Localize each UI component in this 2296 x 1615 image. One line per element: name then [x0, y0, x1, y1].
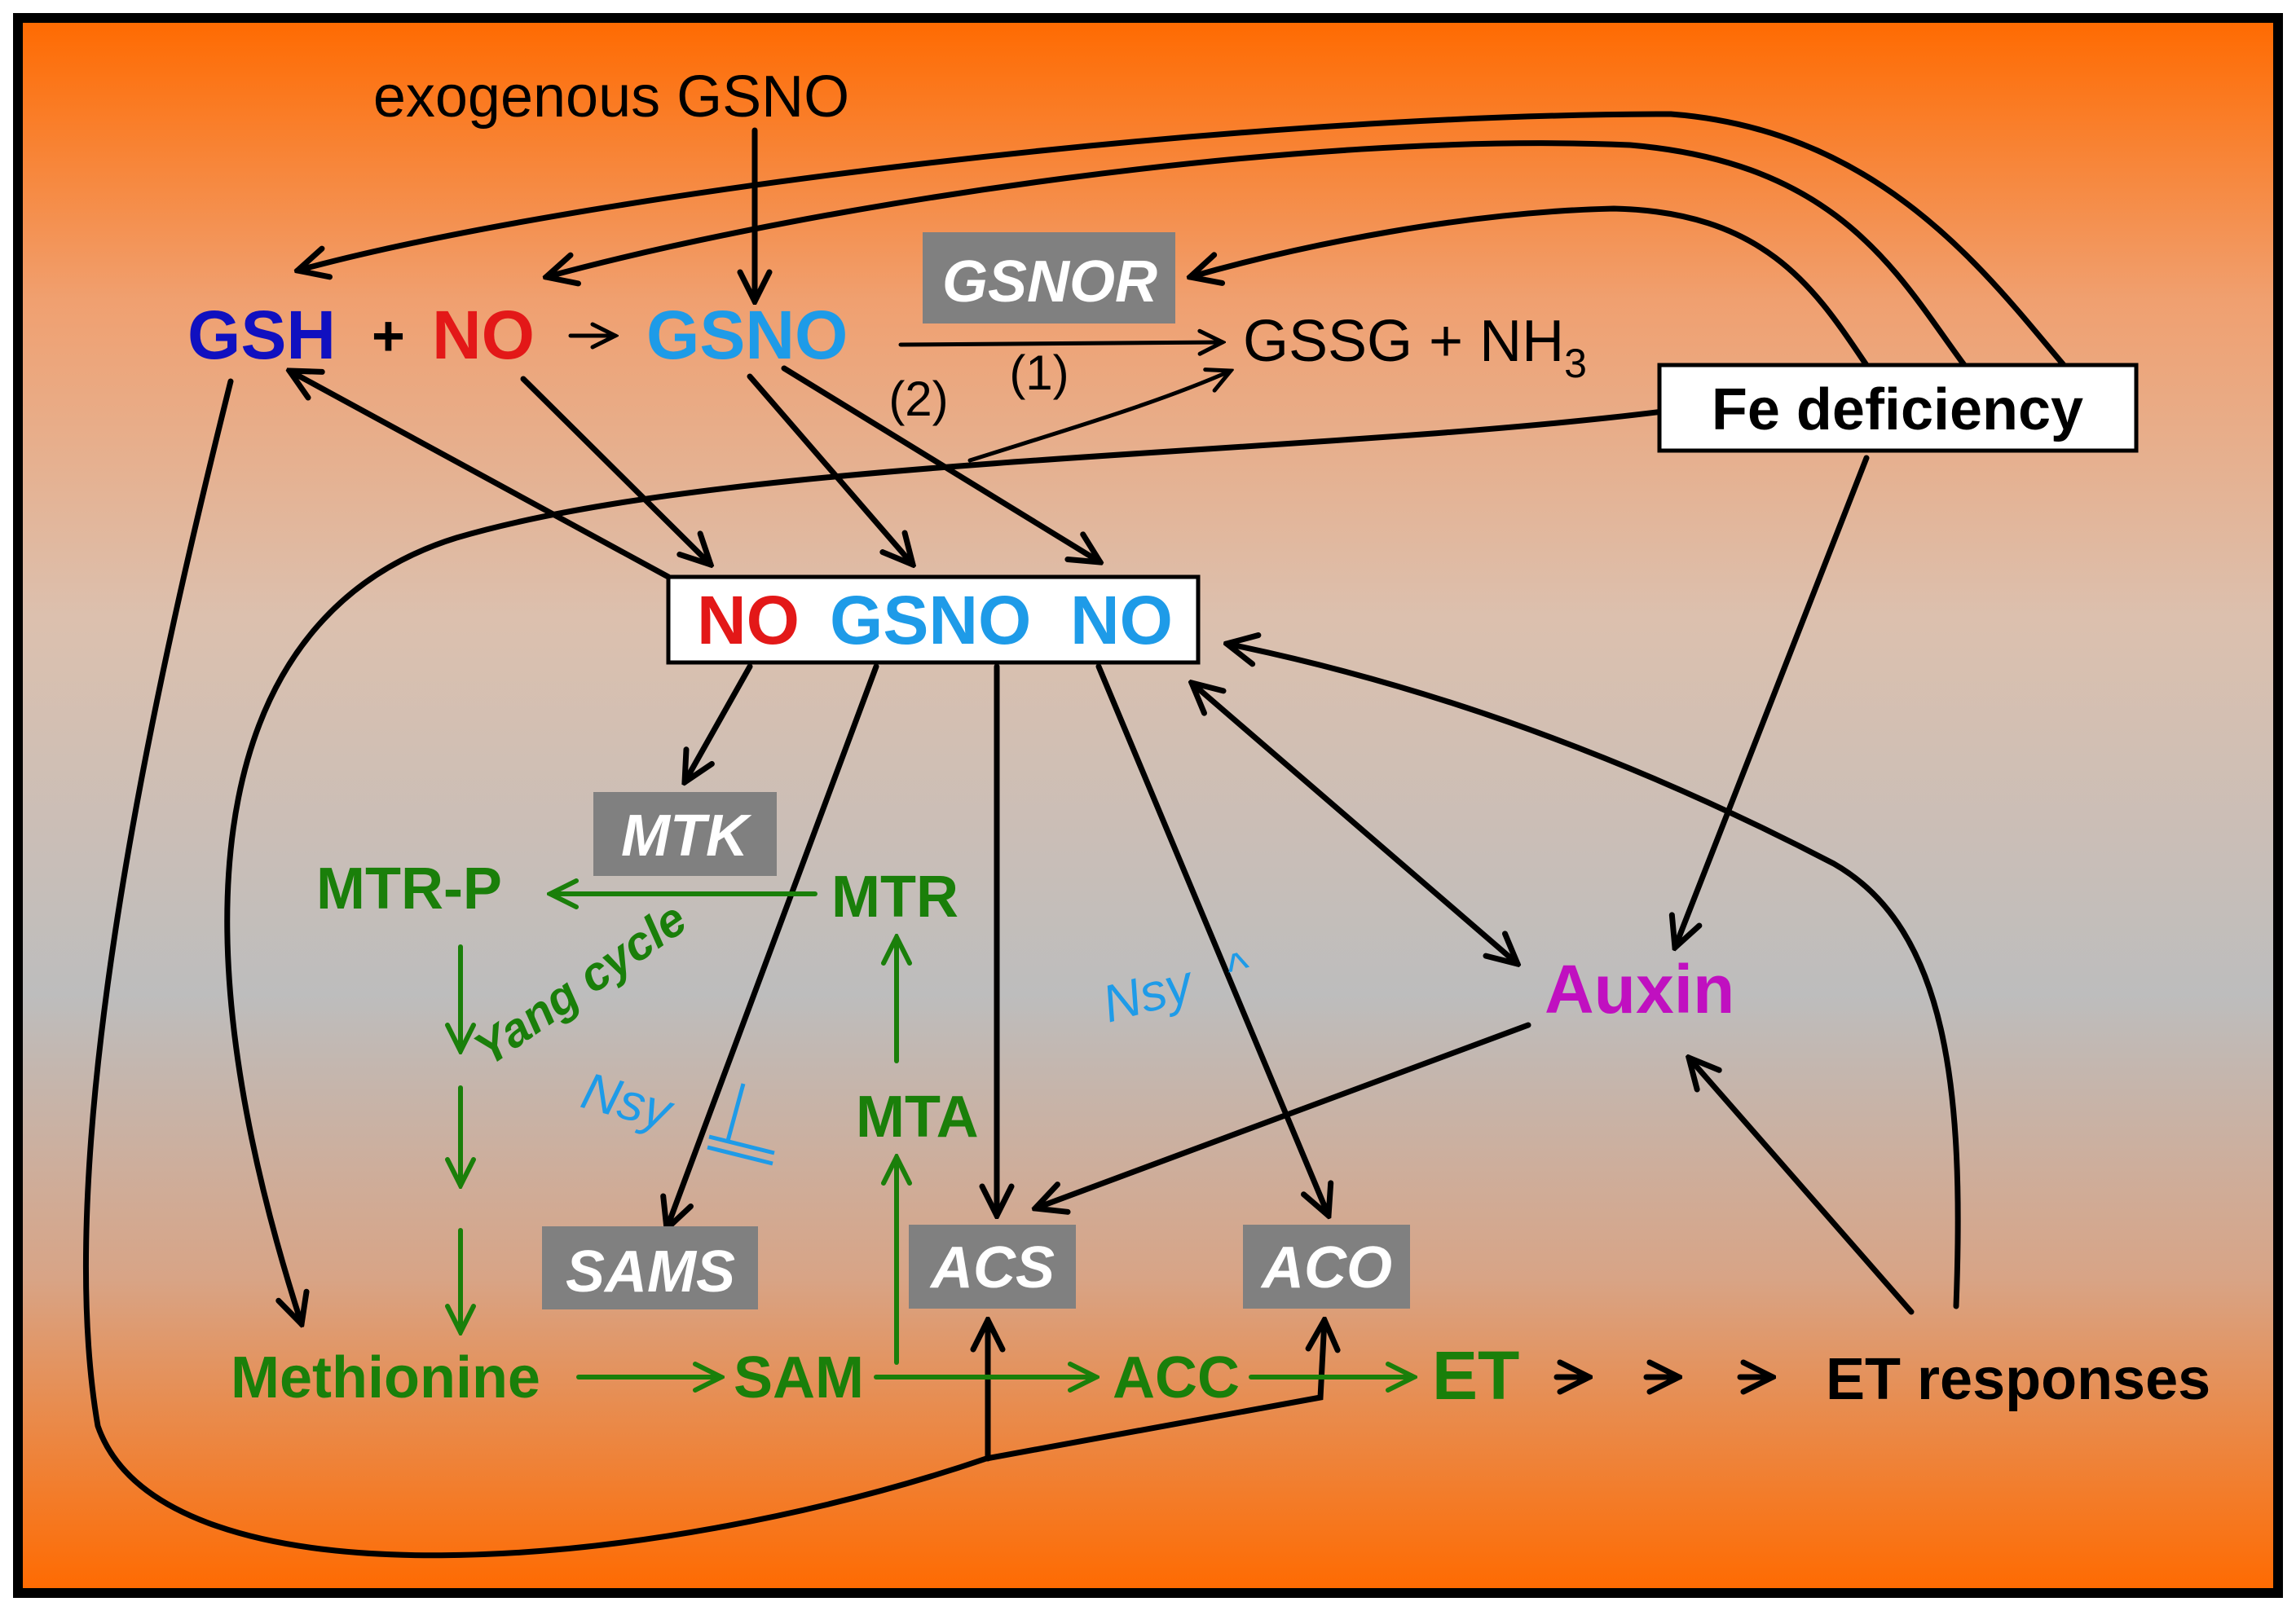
- arrow-fe-to-no: [546, 140, 1968, 368]
- arrow-center-to-sams: [667, 663, 879, 1229]
- mtr-p-label: MTR-P: [316, 856, 502, 922]
- arrow-fe-to-gsnor: [1190, 205, 1870, 368]
- aco-label: ACO: [1260, 1235, 1392, 1300]
- methionine-label: Methionine: [231, 1345, 540, 1410]
- arrow-gsno-to-center-1: [747, 373, 913, 565]
- mta-label: MTA: [856, 1085, 979, 1150]
- arrow-fe-to-auxin: [1675, 455, 1870, 948]
- center-box: [666, 574, 1201, 665]
- center-no-left: NO: [697, 582, 800, 658]
- arrow-gsno-to-gssg: [898, 342, 1223, 345]
- arrow-gsh-loop: [82, 378, 1324, 1559]
- gsnor-box: [923, 232, 1175, 323]
- arrow-center-to-mtk: [685, 663, 753, 782]
- acc-label: ACC: [1113, 1345, 1240, 1410]
- plus-label: +: [372, 304, 405, 367]
- black-arrows: [82, 111, 2067, 1559]
- auxin-label: Auxin: [1545, 951, 1734, 1028]
- acs-box: [909, 1225, 1076, 1309]
- step-1-label: (1): [1009, 345, 1069, 400]
- mtk-box: [593, 792, 777, 876]
- arrow-gsno-to-center-2: [781, 365, 1100, 562]
- arrow-center-auxin: [1192, 683, 1518, 964]
- gssg-text: GSSG + NH: [1243, 309, 1564, 374]
- et-label: ET: [1432, 1337, 1519, 1414]
- gsnor-label: GSNOR: [942, 249, 1157, 315]
- arrow-gsno-to-gssg-2: [967, 371, 1231, 463]
- mtk-label: MTK: [621, 803, 752, 869]
- sam-label: SAM: [734, 1345, 864, 1410]
- arrow-center-to-gsh: [289, 371, 672, 580]
- step-2-label: (2): [888, 372, 948, 426]
- center-gsno: GSNO: [830, 582, 1031, 658]
- fe-box: [1657, 363, 2139, 453]
- arrow-fe-to-gsh: [297, 111, 2067, 368]
- sams-box: [542, 1226, 758, 1309]
- exogenous-label: exogenous GSNO: [373, 64, 849, 130]
- et-responses-label: ET responses: [1826, 1347, 2210, 1412]
- sams-label: SAMS: [566, 1239, 735, 1305]
- gssg-label: GSSG + NH3: [1243, 309, 1587, 386]
- green-arrows: [461, 894, 1414, 1377]
- arrow-et-to-center: [1227, 644, 1961, 1309]
- arrow-auxin-to-acs: [1035, 1022, 1531, 1208]
- arrow-fe-to-methionine: [224, 408, 1666, 1324]
- arrow-no-to-center: [520, 376, 711, 565]
- gsh-label: GSH: [187, 297, 336, 373]
- fe-deficiency-label: Fe deficiency: [1712, 377, 2083, 442]
- gsno-label: GSNO: [646, 297, 848, 373]
- aco-box: [1243, 1225, 1410, 1309]
- arrow-et-to-auxin: [1689, 1058, 1915, 1315]
- no-label: NO: [432, 297, 535, 373]
- center-no-right: NO: [1070, 582, 1173, 658]
- acs-label: ACS: [929, 1235, 1055, 1300]
- mtr-label: MTR: [831, 865, 959, 930]
- gssg-subscript: 3: [1564, 341, 1587, 386]
- inhibition-symbol: [707, 1083, 775, 1166]
